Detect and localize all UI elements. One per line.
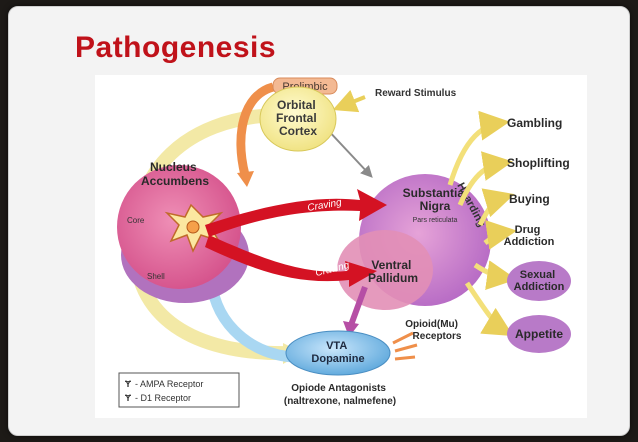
outcome-appetite: Appetite [515,327,563,341]
ofc-to-sn-arrow [324,126,373,178]
prelimbic-arrowhead [237,171,254,187]
sexual-line-1: Sexual [520,269,555,281]
craving-arrow-upper [205,189,387,237]
prelimbic-arrow [236,82,275,177]
craving-arrow-lower [205,235,377,287]
vta-line-2: Dopamine [311,353,364,365]
vta-dopamine [285,330,391,376]
orbital-frontal-cortex [259,86,337,152]
legend-ampa: - AMPA Receptor [135,379,203,389]
outcome-shoplifting: Shoplifting [507,156,570,170]
vta-label: VTA Dopamine [311,340,364,365]
pars-reticulata-label: Pars reticulata [413,217,458,224]
legend-ampa-symbol: Ɏ [125,379,131,389]
vp-line-2: Pallidum [368,271,418,285]
reward-stimulus-label: Reward Stimulus [375,88,457,99]
na-line-1: Nucleus [150,160,197,174]
opioid-line-2: Receptors [413,331,462,342]
antagonists-label: Opiode Antagonists (naltrexone, nalmefen… [284,383,396,407]
sn-to-vta-arrowhead [343,321,359,337]
outcome-buying: Buying [509,192,550,206]
ofc-label: Orbital Frontal Cortex [276,98,320,138]
legend-d1-symbol: Ɏ [125,393,131,403]
opioid-line-1: Opioid(Mu) [405,319,458,330]
ofc-line-2: Frontal [276,111,317,125]
outcome-gambling: Gambling [507,116,562,130]
appetite-bubble [507,315,571,353]
vta-line-1: VTA [326,340,347,352]
ofc-line-1: Orbital [277,98,316,112]
outcome-arrows [447,110,517,337]
ofc-line-3: Cortex [279,124,317,138]
reward-stimulus-arrow [332,89,366,113]
sn-to-vta-arrow [348,285,368,327]
na-line-2: Accumbens [141,174,209,188]
outcome-sexual-addiction: Sexual Addiction [514,269,565,293]
sn-line-1: Substantia [403,186,465,200]
drug-line-2: Addiction [504,236,555,248]
receptor-legend [118,372,240,408]
vp-line-1: Ventral [371,258,411,272]
antagonists-line-2: (naltrexone, nalmefene) [284,396,396,407]
legend-d1: - D1 Receptor [135,393,191,403]
shell-label: Shell [147,272,165,281]
opioid-receptors-label: Opioid(Mu) Receptors [405,319,462,342]
core-label: Core [127,216,145,225]
substantia-nigra-label: Substantia Nigra [403,186,468,213]
neuron-nucleus [186,220,200,234]
opioid-receptor-arrows [392,331,418,361]
drug-line-1: Drug [515,224,541,236]
sn-line-2: Nigra [420,199,451,213]
craving-label-upper: Craving [307,197,343,214]
slide: Pathogenesis [8,6,630,436]
ventral-pallidum-label: Ventral Pallidum [368,258,418,285]
sexual-line-2: Addiction [514,281,565,293]
pathogenesis-diagram: Prelimbic Orbital Frontal Cortex Reward … [95,75,587,418]
nucleus-accumbens-label: Nucleus Accumbens [141,160,209,188]
slide-title: Pathogenesis [75,31,277,64]
diagram-canvas: Prelimbic Orbital Frontal Cortex Reward … [117,77,571,408]
antagonists-line-1: Opiode Antagonists [291,383,386,394]
sexual-addiction-bubble [507,261,571,301]
outcome-drug-addiction: Drug Addiction [504,224,555,248]
